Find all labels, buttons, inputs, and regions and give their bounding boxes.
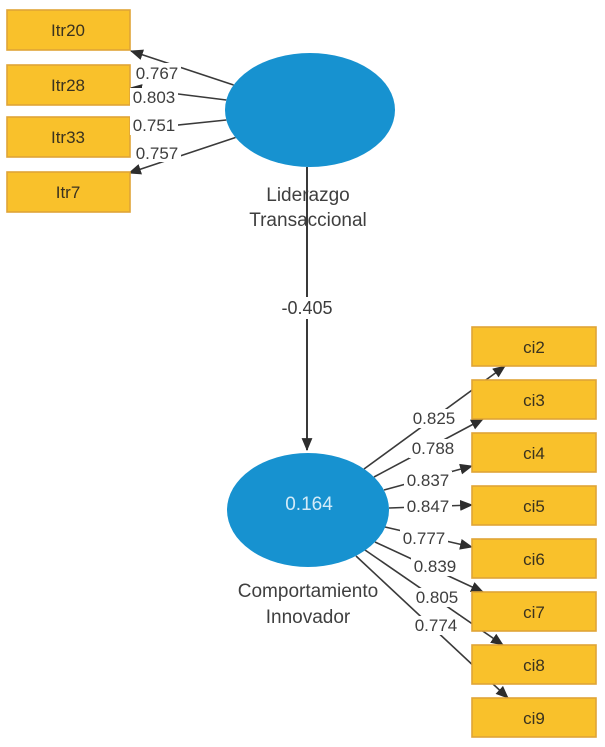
loading-value: 0.774 [415,616,458,635]
indicator-ci3: ci3 [471,379,597,420]
coefficient-label-bg [278,297,336,319]
indicator-ci4: ci4 [471,432,597,473]
construct-label-line2: Innovador [266,607,351,628]
construct-comportamiento-innovador: 0.164 Comportamiento Innovador [227,453,389,628]
construct-label-line1: Comportamiento [238,581,378,602]
indicator-label: Itr33 [51,128,85,147]
indicator-box [6,9,131,51]
indicator-label: Itr28 [51,76,85,95]
indicator-label: ci5 [523,497,545,516]
indicator-box [471,591,597,632]
indicator-itr28: Itr28 [6,64,131,106]
loading-value: 0.751 [133,116,176,135]
edge-itr7 [127,136,236,175]
edge-itr20 [129,49,234,86]
indicator-itr20: Itr20 [6,9,131,51]
construct-label-line2: Transaccional [249,210,367,231]
loading-label-bg [411,557,459,576]
indicator-label: ci6 [523,550,545,569]
indicator-box [471,697,597,738]
loading-value: 0.777 [403,529,446,548]
indicator-box [6,171,131,213]
indicator-box [471,485,597,526]
construct-ellipse [225,53,395,167]
indicator-box [471,379,597,420]
indicator-label: ci4 [523,444,545,463]
loading-label-bg [133,143,181,162]
indicator-label: ci2 [523,338,545,357]
loading-value: 0.805 [416,588,459,607]
indicator-label: Itr7 [56,183,81,202]
loading-label-bg [404,471,452,490]
indicator-box [6,116,131,158]
indicator-ci7: ci7 [471,591,597,632]
structural-path-label: -0.405 [278,296,336,321]
loading-label-bg [409,439,457,458]
loading-value: 0.825 [413,409,456,428]
left-loading-labels: 0.767 0.803 0.751 0.757 [130,62,181,166]
loading-value: 0.788 [412,439,455,458]
indicator-ci9: ci9 [471,697,597,738]
loading-value: 0.847 [407,497,450,516]
construct-r2-value: 0.164 [285,494,333,515]
loading-value: 0.757 [136,144,179,163]
indicator-box [471,538,597,579]
indicator-box [471,644,597,685]
loading-value: 0.803 [133,88,176,107]
construct-liderazgo-transaccional: Liderazgo Transaccional [225,53,395,231]
indicator-itr33: Itr33 [6,116,131,158]
loading-label-bg [133,63,181,82]
construct-label-line1: Liderazgo [266,185,349,206]
construct-ellipse [227,453,389,567]
indicator-label: ci8 [523,656,545,675]
indicator-itr7: Itr7 [6,171,131,213]
indicator-label: ci3 [523,391,545,410]
loading-value: 0.839 [414,557,457,576]
loading-label-bg [400,529,448,548]
indicator-label: ci7 [523,603,545,622]
loading-label-bg [412,616,460,635]
loading-value: 0.837 [407,471,450,490]
indicator-ci6: ci6 [471,538,597,579]
loading-value: 0.767 [136,64,179,83]
coefficient-value: -0.405 [281,298,332,318]
indicator-box [471,432,597,473]
indicator-ci2: ci2 [471,326,597,367]
loading-label-bg [413,588,461,607]
loading-label-bg [410,409,458,428]
indicator-ci5: ci5 [471,485,597,526]
indicator-label: ci9 [523,709,545,728]
indicator-ci8: ci8 [471,644,597,685]
indicator-box [6,64,131,106]
indicator-label: Itr20 [51,21,85,40]
loading-label-bg [404,497,452,516]
indicator-box [471,326,597,367]
loading-label-bg [130,116,178,135]
right-loading-labels: 0.825 0.788 0.837 0.847 0.777 0.839 0.80… [400,407,461,638]
loading-label-bg [130,88,178,107]
